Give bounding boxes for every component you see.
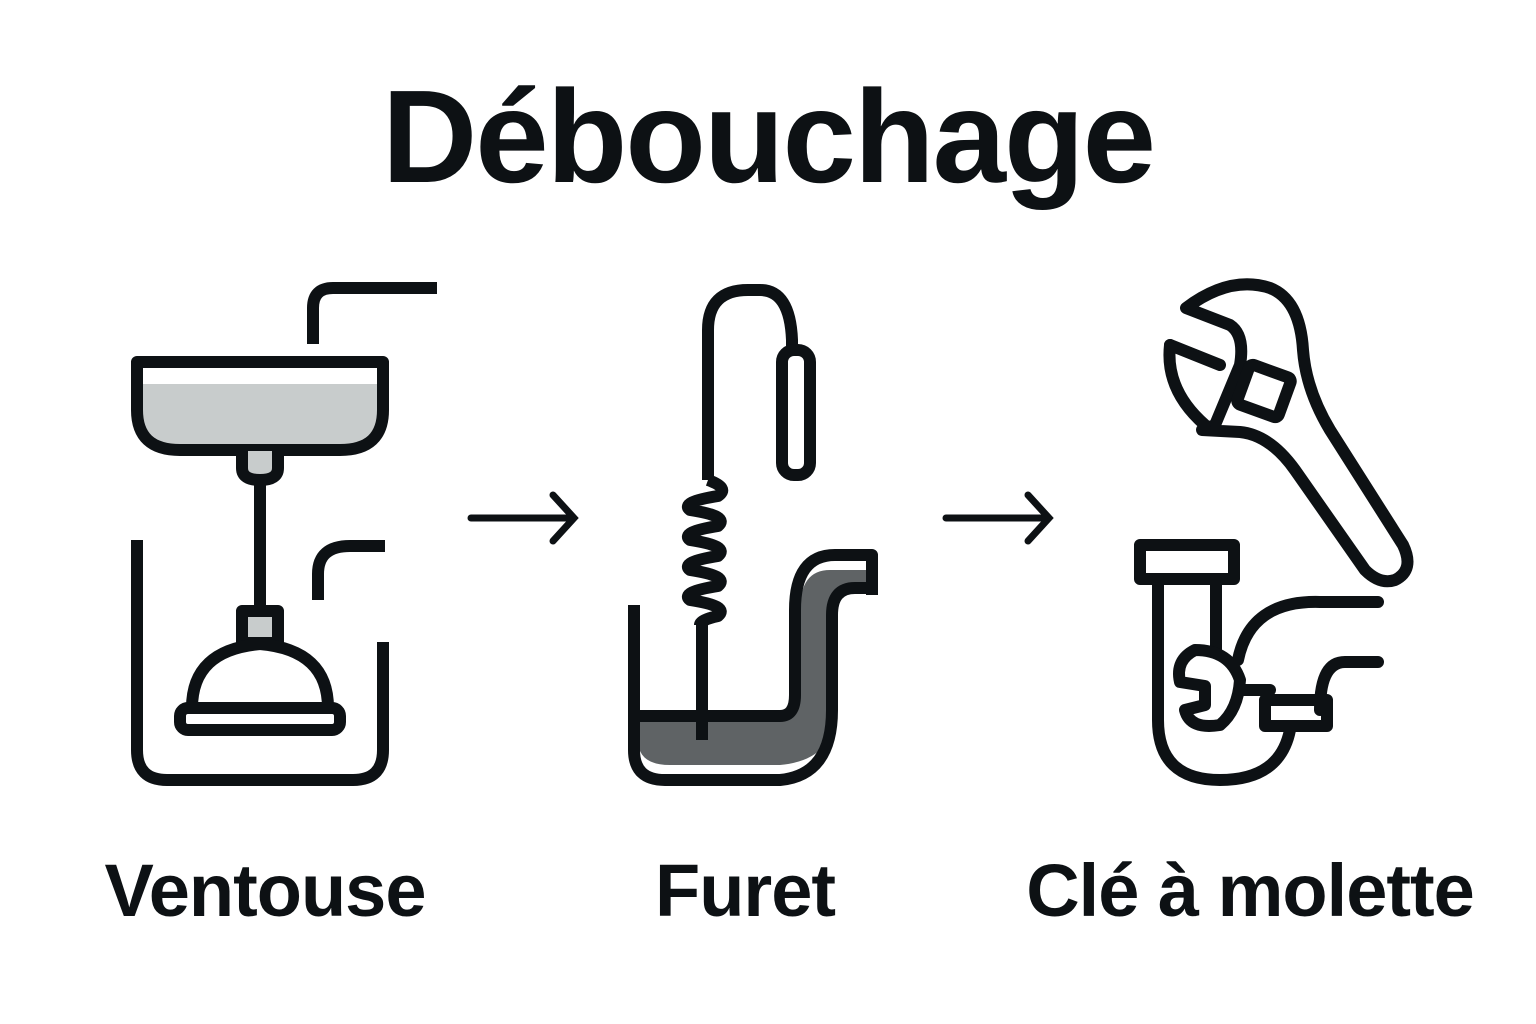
page-title: Débouchage (381, 63, 1156, 210)
plunger-sink-icon (110, 270, 450, 810)
wrench-pipe-icon (1120, 270, 1440, 810)
step-label-cle-a-molette: Clé à molette (1026, 849, 1475, 932)
step-label-ventouse: Ventouse (104, 849, 427, 932)
arrow-right-icon (940, 490, 1060, 550)
step-label-furet: Furet (655, 849, 836, 932)
arrow-right-icon (465, 490, 585, 550)
drain-snake-icon (600, 270, 900, 810)
